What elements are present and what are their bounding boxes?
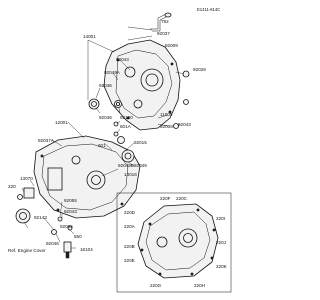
label-220b: 220B: [124, 244, 135, 249]
left-side-parts: [15, 187, 73, 235]
label-220d: 220D: [124, 210, 136, 215]
label-14001: 14001: [83, 34, 96, 39]
label-550: 550: [74, 234, 82, 239]
label-220h: 220H: [194, 283, 205, 288]
label-601a: 601A: [120, 124, 132, 129]
label-92055: 92055: [64, 198, 77, 203]
label-14016: 14016: [124, 172, 137, 177]
label-792: 792: [161, 19, 169, 24]
label-220f: 220F: [160, 196, 171, 201]
label-220i: 220I: [216, 216, 225, 221]
label-92046-b: 92046: [99, 115, 112, 120]
label-92037a: 92037A: [38, 138, 55, 143]
label-220j: 220J: [216, 240, 226, 245]
label-92015: 92015: [134, 140, 147, 145]
label-220: 220: [8, 184, 16, 189]
label-220g: 220G: [150, 283, 162, 288]
label-601: 601: [98, 143, 106, 148]
inset-labels: 220F 220C 220D 220A 220B 220E 220G 220H …: [124, 196, 228, 288]
leader-lines: [21, 26, 185, 249]
label-92005: 92005: [60, 224, 73, 229]
label-92043-c: 92043: [64, 209, 77, 214]
inset-detail: [116, 192, 232, 293]
label-220a: 220A: [124, 224, 136, 229]
label-92043: 92043: [116, 57, 129, 62]
label-92028: 92028: [193, 67, 206, 72]
drain-plug: [63, 241, 72, 259]
label-92046-c: 92046: [46, 241, 59, 246]
ref-code: E1411-614C: [197, 7, 220, 12]
label-92046-a: 92046: [99, 83, 112, 88]
label-92008: 92008: [160, 124, 173, 129]
label-ref-engine-cover: Ref. Engine Cover: [8, 248, 46, 253]
lower-crankcase: [33, 135, 141, 219]
label-92037: 92037: [157, 31, 170, 36]
label-92049a: 92049A: [104, 70, 121, 75]
label-92180: 92180: [120, 115, 133, 120]
exploded-parts-diagram: E1411-614C: [8, 7, 232, 293]
bearing-lower-right: [121, 149, 135, 163]
label-220c: 220C: [176, 196, 188, 201]
label-92143: 92143: [34, 215, 47, 220]
breather-pipe: [150, 12, 172, 32]
label-11009: 11009: [160, 112, 173, 117]
bearings-upper: [88, 70, 190, 144]
label-92043-b: 92043: [178, 122, 191, 127]
label-92009: 92009: [165, 43, 178, 48]
label-13070: 13070: [20, 176, 33, 181]
part-labels: 792 92037 92009 14001 92043 92049A 92028…: [8, 19, 206, 253]
label-16104: 16104: [80, 247, 93, 252]
label-12001: 12001: [55, 120, 68, 125]
upper-crankcase: [103, 39, 181, 131]
label-92049: 92049: [134, 163, 147, 168]
label-220k: 220K: [216, 264, 228, 269]
label-92049b: 92049B: [118, 163, 134, 168]
label-220e: 220E: [124, 258, 135, 263]
